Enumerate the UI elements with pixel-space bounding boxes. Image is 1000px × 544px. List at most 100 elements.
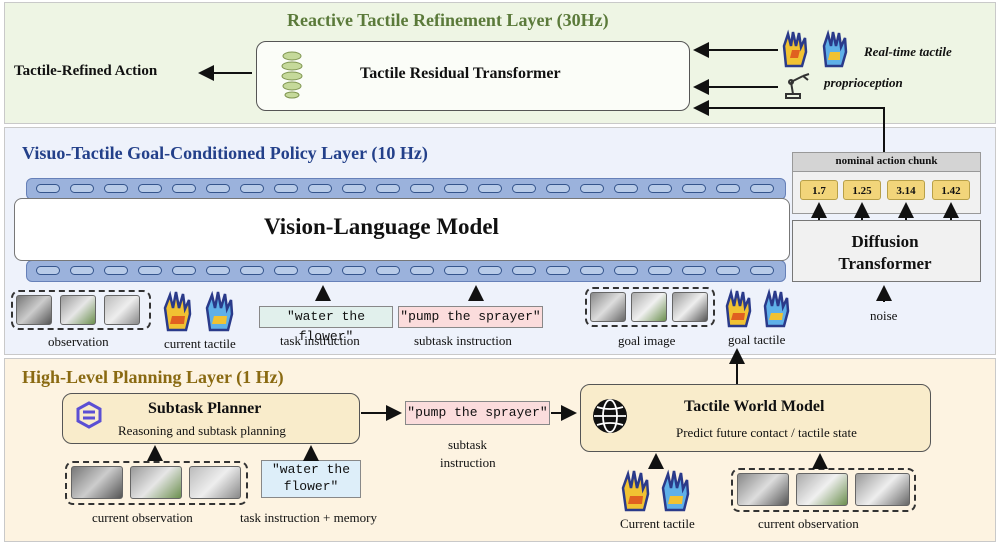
subtask-planner-title: Subtask Planner (148, 400, 262, 417)
planning-current-observation-image (737, 473, 789, 506)
subtask-label-line1: subtask (448, 437, 487, 452)
goal-image-label: goal image (618, 333, 676, 348)
vlm-token-pill (308, 184, 332, 193)
vlm-token-pill (614, 184, 638, 193)
vlm-token-pill (36, 266, 60, 275)
vlm-token-pill (274, 266, 298, 275)
noise-label: noise (870, 308, 898, 323)
policy-layer-title: Visuo-Tactile Goal-Conditioned Policy La… (22, 143, 428, 163)
goal-image-group (585, 287, 715, 327)
planning-current-tactile-hands-icon (621, 469, 690, 512)
left-hand-icon (782, 29, 808, 68)
observation-group (11, 290, 151, 330)
diffusion-transformer (792, 220, 981, 282)
vlm-token-pill (172, 266, 196, 275)
vlm-token-pill (478, 184, 502, 193)
current-observation-image (71, 466, 123, 499)
vlm-token-pill (36, 184, 60, 193)
vlm-token-pill (512, 266, 536, 275)
planning-task-quote-line1: "water the (271, 462, 350, 477)
vlm-token-pill (376, 184, 400, 193)
chunk-value: 1.7 (800, 180, 838, 200)
vlm-token-pill (342, 184, 366, 193)
vlm-token-pill (70, 266, 94, 275)
spine-icon (281, 51, 303, 99)
planning-layer-title: High-Level Planning Layer (1 Hz) (22, 367, 284, 387)
proprioception-label: proprioception (824, 75, 903, 90)
observation-image (104, 295, 140, 325)
tactile-world-model (580, 384, 931, 452)
vlm-token-pill (546, 266, 570, 275)
tactile-residual-transformer (256, 41, 690, 111)
nominal-action-chunk-title: nominal action chunk (835, 155, 938, 167)
planning-current-observation-label: current observation (758, 516, 859, 531)
globe-icon (593, 399, 627, 433)
vlm-token-pill (444, 266, 468, 275)
goal-tactile-label: goal tactile (728, 332, 786, 347)
planner-logo-icon (76, 401, 102, 429)
vlm-token-pill (682, 184, 706, 193)
vlm-token-pill (478, 266, 502, 275)
vlm-token-pill (104, 266, 128, 275)
vlm-token-pill (274, 184, 298, 193)
vlm-token-pill (648, 266, 672, 275)
tactile-refined-action-label: Tactile-Refined Action (14, 63, 158, 79)
vlm-token-pill (240, 184, 264, 193)
vlm-token-pill (580, 184, 604, 193)
planning-subtask-quote: "pump the sprayer" (405, 401, 550, 425)
vlm-token-pill (580, 266, 604, 275)
nominal-action-chunk-header (792, 152, 981, 172)
vlm-token-pill (410, 184, 434, 193)
current-observation-image (130, 466, 182, 499)
current-tactile-label: current tactile (164, 336, 236, 351)
vlm-token-pill (648, 184, 672, 193)
observation-image (60, 295, 96, 325)
planning-current-observation-image (855, 473, 910, 506)
vlm-token-pill (410, 266, 434, 275)
tactile-hands-icon (782, 29, 848, 68)
planning-current-tactile-label: Current tactile (620, 516, 695, 531)
tactile-world-model-title: Tactile World Model (684, 398, 825, 415)
current-observation-label: current observation (92, 510, 193, 525)
vlm-token-pill (308, 266, 332, 275)
real-time-tactile-label: Real-time tactile (864, 44, 952, 59)
vlm-token-pill (750, 184, 774, 193)
right-hand-icon (822, 29, 848, 68)
reactive-layer-title: Reactive Tactile Refinement Layer (30Hz) (287, 10, 609, 30)
vlm-token-pill (716, 184, 740, 193)
tactile-world-model-subtitle: Predict future contact / tactile state (676, 425, 857, 440)
planning-task-quote-line2: flower" (283, 479, 339, 494)
vlm-token-pill (512, 184, 536, 193)
goal-image (631, 292, 667, 322)
vlm-token-pill (342, 266, 366, 275)
vlm-token-pill (444, 184, 468, 193)
vlm-token-pill (206, 266, 230, 275)
goal-image (672, 292, 708, 322)
vlm-token-pill (240, 266, 264, 275)
task-memory-label: task instruction + memory (240, 510, 377, 525)
vlm-token-pill (206, 184, 230, 193)
planning-current-observation-image (796, 473, 848, 506)
diffusion-transformer-label: Diffusion Transformer (838, 232, 932, 273)
vlm-token-pill (172, 184, 196, 193)
vlm-token-pill (716, 266, 740, 275)
vlm-token-pill (70, 184, 94, 193)
observation-label: observation (48, 334, 109, 349)
chunk-value: 1.42 (932, 180, 970, 200)
observation-image (16, 295, 52, 325)
chunk-value: 1.25 (843, 180, 881, 200)
subtask-planner-subtitle: Reasoning and subtask planning (118, 423, 286, 438)
vlm-token-pill (138, 184, 162, 193)
goal-tactile-hands-icon (725, 288, 790, 328)
tactile-residual-transformer-label: Tactile Residual Transformer (360, 65, 561, 82)
goal-image (590, 292, 626, 322)
task-instruction-label: task instruction (280, 333, 360, 348)
current-observation-group (65, 461, 248, 505)
subtask-instruction-label: subtask instruction (414, 333, 512, 348)
subtask-planner (62, 393, 360, 444)
vlm-token-pill (376, 266, 400, 275)
vlm-token-pill (750, 266, 774, 275)
planning-current-observation-group (731, 468, 916, 512)
vlm-token-pill (614, 266, 638, 275)
subtask-label-line2: instruction (440, 455, 496, 470)
